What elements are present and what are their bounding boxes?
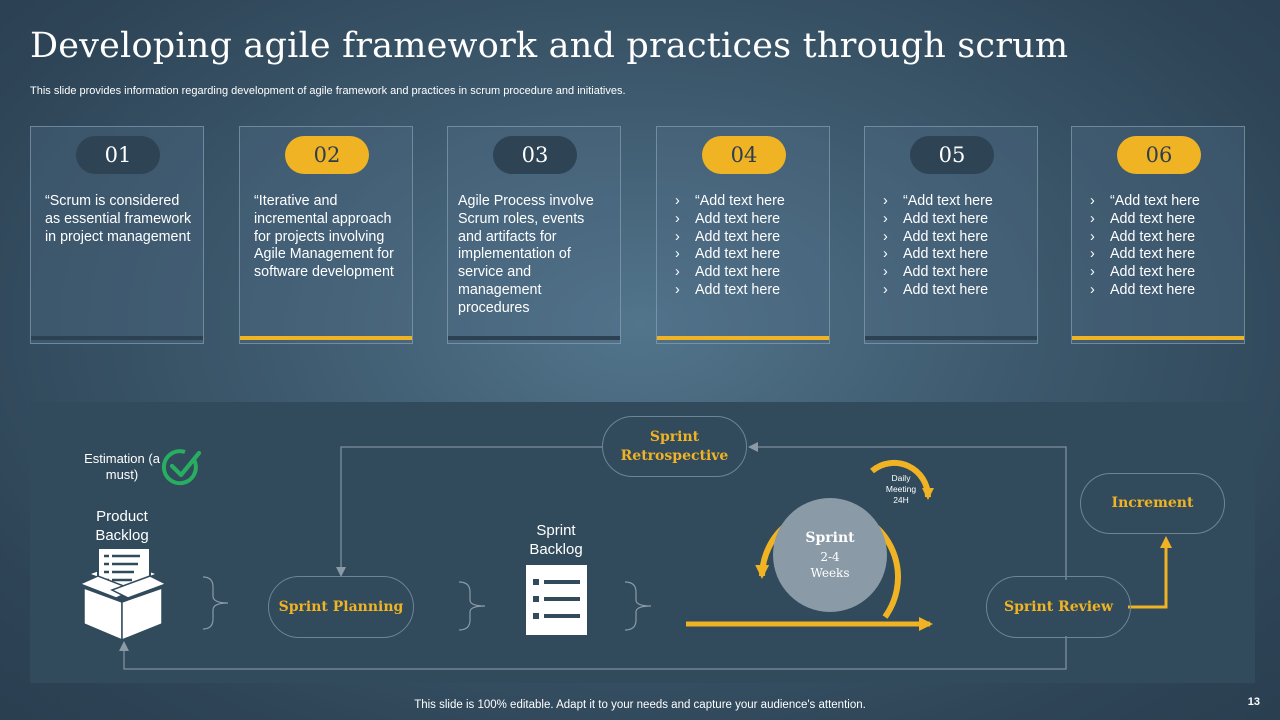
card-number-badge: 02	[285, 136, 369, 174]
card-underline	[448, 336, 620, 340]
card-underline	[1072, 336, 1244, 340]
sprint-retrospective-node: Sprint Retrospective	[602, 416, 747, 477]
brace-icon	[202, 576, 652, 631]
increment-node: Increment	[1080, 473, 1225, 534]
list-item: “Add text here	[1090, 193, 1238, 211]
card-underline	[657, 336, 829, 340]
list-item: Add text here	[675, 246, 823, 264]
sprint-cycle-graphic	[686, 459, 935, 631]
card-text: Agile Process involve Scrum roles, event…	[458, 193, 594, 316]
sprint-duration: 2-4	[820, 550, 840, 564]
review-to-backlog-connector	[119, 636, 1067, 670]
retrospective-loop-connector	[336, 442, 1067, 580]
list-item: Add text here	[1090, 282, 1238, 300]
check-circle-icon	[161, 449, 202, 486]
page-number: 13	[1247, 696, 1260, 708]
card-text: “Scrum is considered as essential framew…	[45, 193, 192, 245]
list-item: Add text here	[883, 246, 1031, 264]
card-underline	[31, 336, 203, 340]
list-item: Add text here	[1090, 229, 1238, 247]
list-item: Add text here	[883, 282, 1031, 300]
card-number-badge: 01	[76, 136, 160, 174]
list-item: “Add text here	[675, 193, 823, 211]
list-item: Add text here	[675, 229, 823, 247]
card-bullet-list: “Add text here Add text here Add text he…	[883, 193, 1031, 300]
list-item: Add text here	[675, 282, 823, 300]
list-item: Add text here	[883, 211, 1031, 229]
card-06: 06 “Add text here Add text here Add text…	[1071, 126, 1245, 344]
card-number-badge: 04	[702, 136, 786, 174]
card-03: 03 Agile Process involve Scrum roles, ev…	[447, 126, 621, 344]
slide-footer: This slide is 100% editable. Adapt it to…	[414, 699, 866, 711]
card-02: 02 “Iterative and incremental approach f…	[239, 126, 413, 344]
checklist-icon	[526, 565, 587, 635]
daily-meeting-label: Daily Meeting 24H	[885, 473, 917, 505]
slide-subtitle: This slide provides information regardin…	[30, 85, 626, 97]
sprint-planning-node: Sprint Planning	[268, 576, 414, 638]
card-underline	[865, 336, 1037, 340]
card-01: 01 “Scrum is considered as essential fra…	[30, 126, 204, 344]
list-item: Add text here	[675, 211, 823, 229]
product-backlog-label: Product Backlog	[95, 508, 149, 544]
list-item: Add text here	[883, 229, 1031, 247]
list-item: “Add text here	[883, 193, 1031, 211]
review-to-increment-arrow	[1128, 536, 1172, 609]
list-item: Add text here	[1090, 264, 1238, 282]
estimation-label: Estimation (a must)	[84, 451, 160, 482]
card-underline	[240, 336, 412, 340]
sprint-review-node: Sprint Review	[986, 576, 1131, 638]
open-box-icon	[78, 547, 168, 642]
card-bullet-list: “Add text here Add text here Add text he…	[675, 193, 823, 300]
card-number-badge: 03	[493, 136, 577, 174]
card-04: 04 “Add text here Add text here Add text…	[656, 126, 830, 344]
list-item: Add text here	[883, 264, 1031, 282]
card-number-badge: 05	[910, 136, 994, 174]
slide-title: Developing agile framework and practices…	[30, 26, 1069, 66]
list-item: Add text here	[1090, 246, 1238, 264]
list-item: Add text here	[1090, 211, 1238, 229]
card-bullet-list: “Add text here Add text here Add text he…	[1090, 193, 1238, 300]
scrum-process-panel	[30, 402, 1255, 683]
sprint-backlog-label: Sprint Backlog	[529, 522, 583, 558]
sprint-duration-unit: Weeks	[810, 566, 850, 580]
card-05: 05 “Add text here Add text here Add text…	[864, 126, 1038, 344]
list-item: Add text here	[675, 264, 823, 282]
card-number-badge: 06	[1117, 136, 1201, 174]
sprint-title: Sprint	[805, 530, 855, 546]
card-text: “Iterative and incremental approach for …	[254, 193, 394, 281]
